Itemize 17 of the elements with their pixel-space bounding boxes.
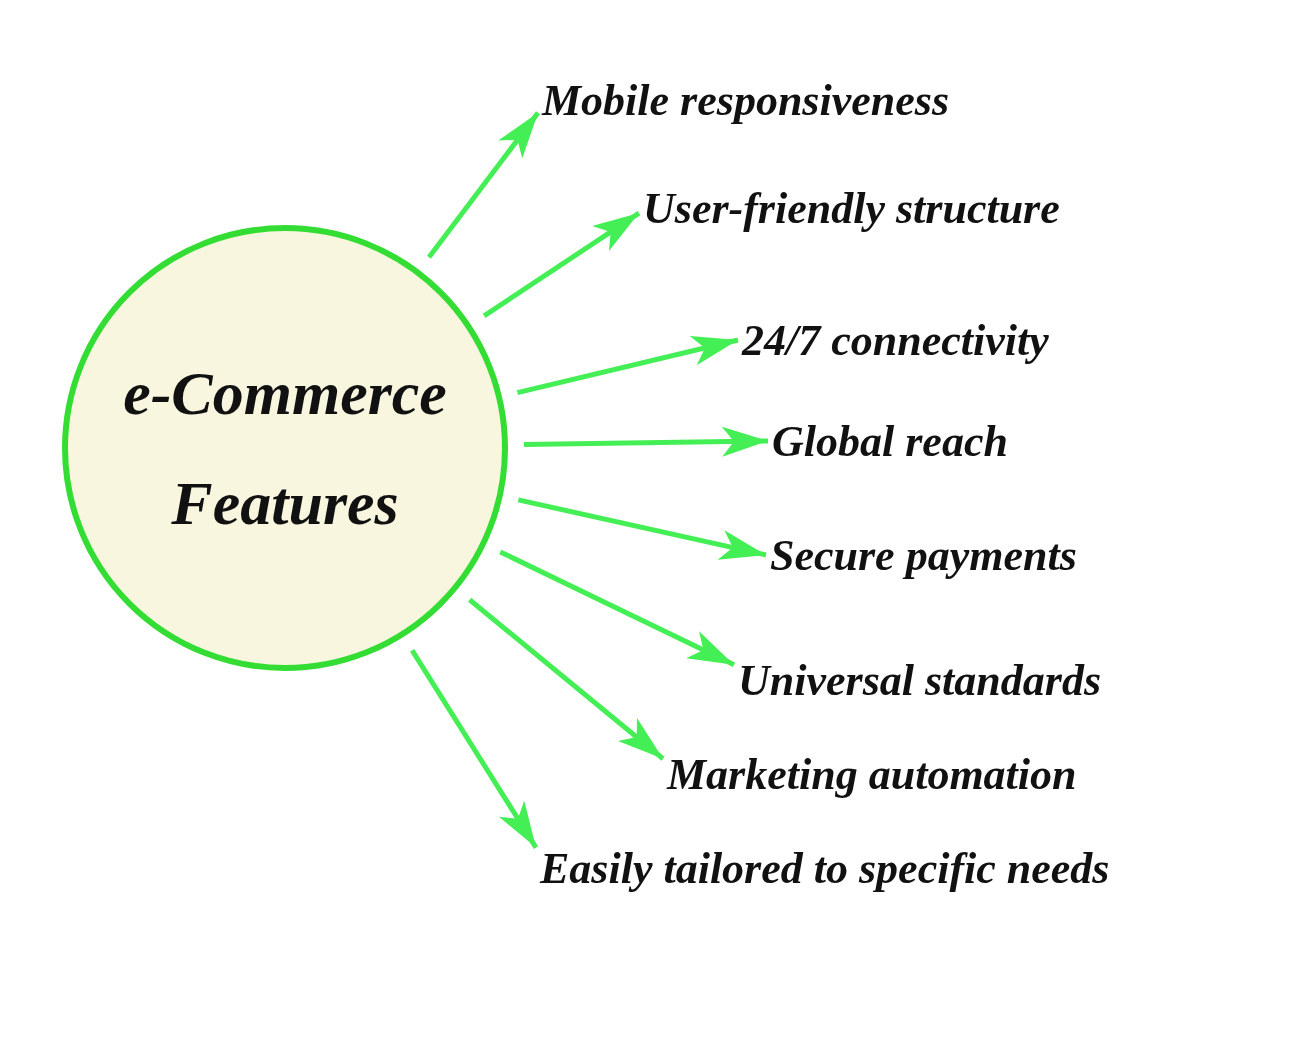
feature-label: Marketing automation	[667, 748, 1077, 800]
arrow	[410, 649, 539, 849]
arrow	[523, 426, 769, 457]
topic-title: e-Commerce Features	[122, 358, 448, 539]
arrow	[517, 497, 767, 560]
feature-label: Global reach	[772, 415, 1008, 467]
arrow	[499, 549, 736, 667]
feature-label: 24/7 connectivity	[742, 314, 1049, 366]
feature-label: User-friendly structure	[643, 182, 1060, 234]
feature-label: Easily tailored to specific needs	[540, 842, 1110, 894]
feature-label: Universal standards	[738, 654, 1102, 706]
feature-label: Secure payments	[770, 529, 1077, 581]
arrow	[468, 597, 665, 761]
arrow	[482, 211, 641, 318]
arrow	[426, 111, 540, 259]
arrow	[516, 336, 739, 395]
feature-label: Mobile responsiveness	[542, 74, 949, 126]
